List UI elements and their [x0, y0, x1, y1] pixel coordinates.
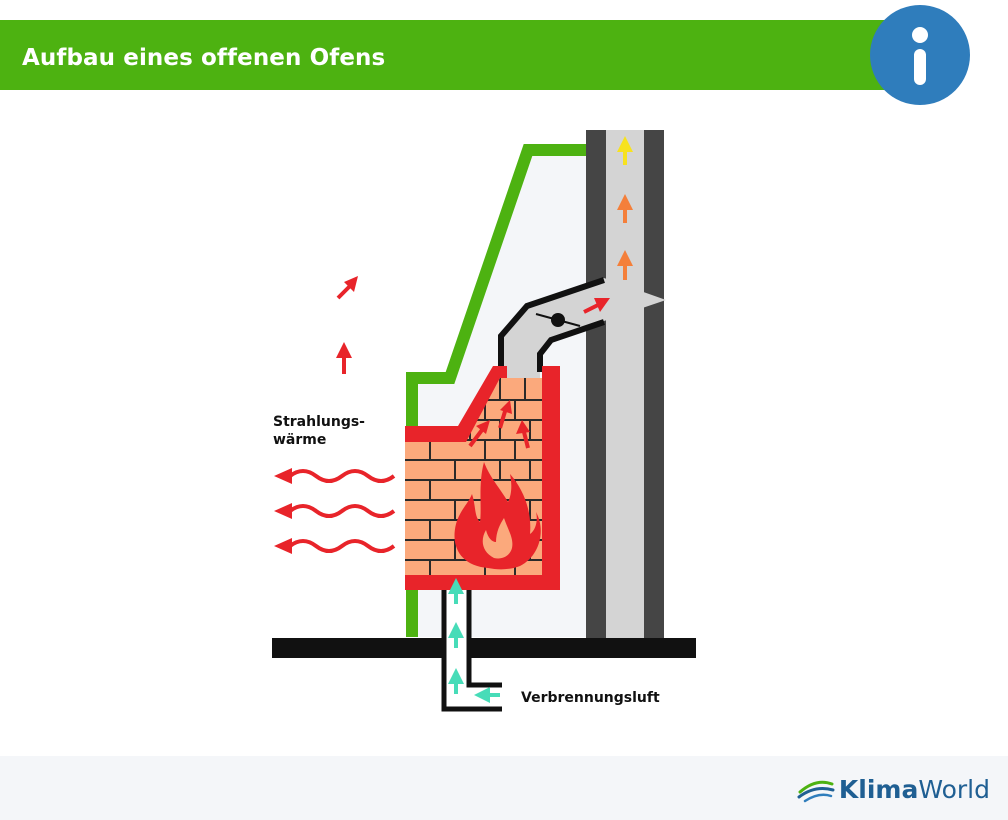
firebox-back-wall: [542, 366, 560, 590]
klimaworld-logo-icon: [797, 780, 835, 803]
air-duct-outer-wall: [441, 590, 502, 712]
combustion-air-label: Verbrennungsluft: [521, 690, 660, 706]
connector-pipe-lower-edge: [537, 319, 605, 372]
flue-gas-arrows: [583, 136, 633, 314]
fire-flame-core: [482, 518, 513, 559]
damper-pivot: [551, 313, 565, 327]
rising-heat-arrows: [336, 276, 358, 374]
firebox-top-frame: [405, 366, 507, 442]
header-bar: Aufbau eines offenen Ofens: [0, 20, 900, 90]
radiant-heat-label-line2: wärme: [273, 432, 326, 448]
firebox-hearth: [405, 575, 560, 590]
fireplace-diagram: Strahlungs- wärme Verbrennungsluft: [272, 130, 696, 712]
chimney-wall-right: [644, 130, 664, 638]
connector-pipe-upper-edge: [498, 277, 605, 372]
hot-gas-arrows: [468, 400, 530, 449]
brand-name-light: World: [918, 775, 990, 804]
brand-name-strong: Klima: [838, 775, 919, 804]
air-duct-inner-wall: [466, 590, 502, 688]
chimney-wall-left: [586, 130, 606, 638]
info-icon: [870, 5, 970, 105]
radiant-heat-waves: [288, 469, 396, 553]
radiant-heat-arrowheads: [274, 468, 292, 554]
combustion-air-arrows: [448, 578, 500, 703]
floor: [272, 638, 696, 658]
radiant-heat-label-line1: Strahlungs-: [273, 414, 365, 430]
fire-flame-icon: [454, 462, 541, 570]
page-title: Aufbau eines offenen Ofens: [22, 45, 386, 71]
